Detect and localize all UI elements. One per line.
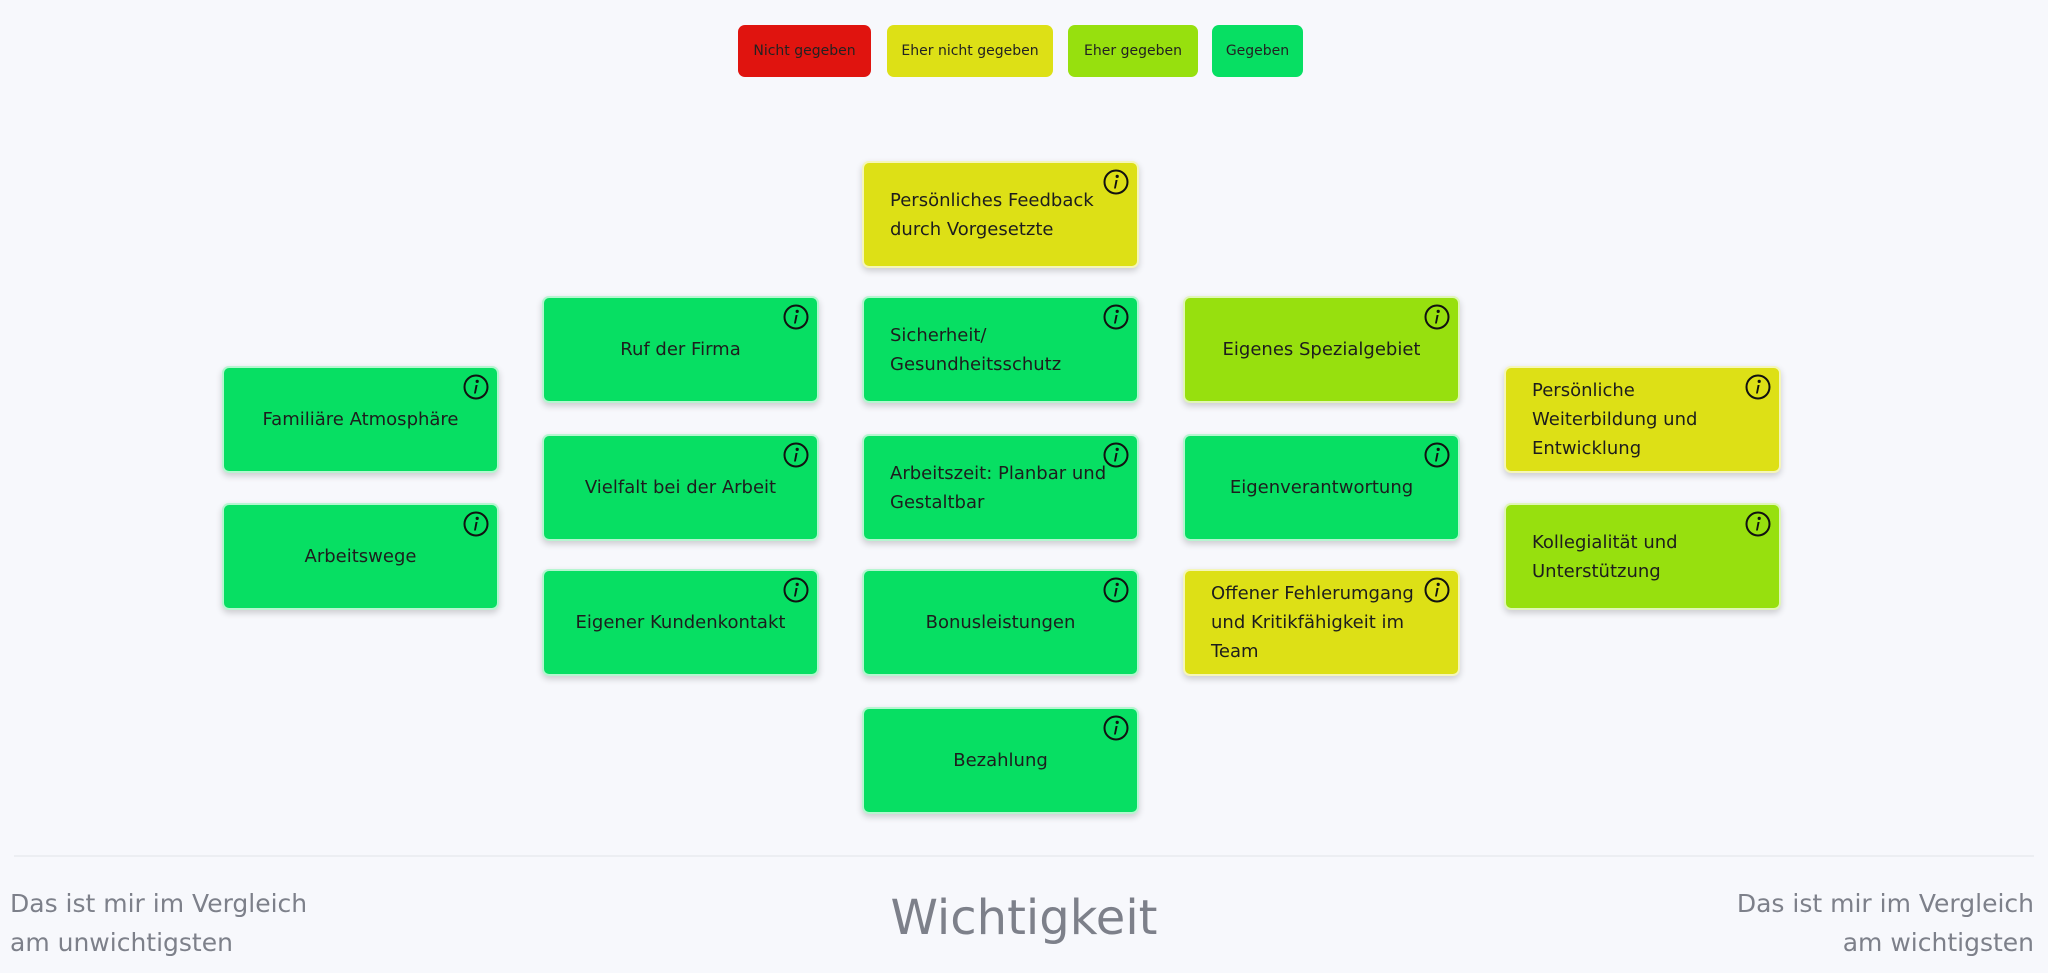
card-label: Sicherheit/ Gesundheitsschutz	[890, 324, 1062, 375]
info-icon[interactable]	[1103, 169, 1129, 195]
card-label: Eigenes Spezialgebiet	[1222, 339, 1421, 360]
info-icon[interactable]	[1103, 715, 1129, 741]
card-label: Bezahlung	[953, 750, 1048, 771]
card-label: Persönliche Weiterbildung und Entwicklun…	[1532, 380, 1698, 459]
least-important-line1: Das ist mir im Vergleich	[10, 889, 308, 918]
info-icon[interactable]	[1103, 577, 1129, 603]
legend-label: Eher nicht gegeben	[901, 43, 1039, 59]
most-important-line2: am wichtigsten	[1842, 928, 2034, 957]
legend-nicht-gegeben[interactable]: Nicht gegeben	[738, 25, 871, 77]
criterion-card[interactable]: Sicherheit/ Gesundheitsschutz	[862, 296, 1139, 403]
card-label: Eigener Kundenkontakt	[575, 612, 786, 633]
card-label: Persönliches Feedback durch Vorgesetzte	[890, 189, 1094, 240]
info-icon[interactable]	[783, 577, 809, 603]
info-icon[interactable]	[1424, 577, 1450, 603]
criterion-card[interactable]: Eigener Kundenkontakt	[542, 569, 819, 676]
card-label: Arbeitswege	[304, 546, 417, 567]
info-icon[interactable]	[1424, 442, 1450, 468]
info-icon[interactable]	[463, 511, 489, 537]
info-icon[interactable]	[1745, 374, 1771, 400]
criterion-card[interactable]: Ruf der Firma	[542, 296, 819, 403]
least-important-label: Das ist mir im Vergleich am unwichtigsten	[10, 884, 307, 962]
criterion-card[interactable]: Eigenverantwortung	[1183, 434, 1460, 541]
card-label: Offener Fehlerumgang und Kritikfähigkeit…	[1211, 583, 1414, 662]
info-icon[interactable]	[1745, 511, 1771, 537]
most-important-label: Das ist mir im Vergleich am wichtigsten	[1737, 884, 2034, 962]
card-label: Familiäre Atmosphäre	[262, 409, 459, 430]
criterion-card[interactable]: Offener Fehlerumgang und Kritikfähigkeit…	[1183, 569, 1460, 676]
legend-gegeben[interactable]: Gegeben	[1212, 25, 1303, 77]
most-important-line1: Das ist mir im Vergleich	[1736, 889, 2034, 918]
card-label: Arbeitszeit: Planbar und Gestaltbar	[890, 462, 1107, 513]
card-label: Vielfalt bei der Arbeit	[584, 477, 777, 498]
criterion-card[interactable]: Vielfalt bei der Arbeit	[542, 434, 819, 541]
criterion-card[interactable]: Kollegialität und Unterstützung	[1504, 503, 1781, 610]
card-label: Bonusleistungen	[925, 612, 1076, 633]
legend-label: Nicht gegeben	[753, 43, 856, 59]
legend-label: Gegeben	[1225, 43, 1290, 59]
criterion-card[interactable]: Arbeitszeit: Planbar und Gestaltbar	[862, 434, 1139, 541]
info-icon[interactable]	[463, 374, 489, 400]
criterion-card[interactable]: Bonusleistungen	[862, 569, 1139, 676]
least-important-line2: am unwichtigsten	[10, 928, 233, 957]
info-icon[interactable]	[783, 304, 809, 330]
legend-eher-gegeben[interactable]: Eher gegeben	[1068, 25, 1198, 77]
importance-axis-title: Wichtigkeit	[890, 890, 1158, 946]
criterion-card[interactable]: Familiäre Atmosphäre	[222, 366, 499, 473]
card-label: Eigenverantwortung	[1229, 477, 1414, 498]
criterion-card[interactable]: Persönliches Feedback durch Vorgesetzte	[862, 161, 1139, 268]
criterion-card[interactable]: Persönliche Weiterbildung und Entwicklun…	[1504, 366, 1781, 473]
legend-eher-nicht-gegeben[interactable]: Eher nicht gegeben	[887, 25, 1053, 77]
card-label: Kollegialität und Unterstützung	[1532, 531, 1678, 582]
info-icon[interactable]	[783, 442, 809, 468]
criterion-card[interactable]: Arbeitswege	[222, 503, 499, 610]
legend-label: Eher gegeben	[1084, 43, 1182, 59]
criterion-card[interactable]: Eigenes Spezialgebiet	[1183, 296, 1460, 403]
card-label: Ruf der Firma	[620, 339, 741, 360]
divider	[14, 855, 2034, 857]
info-icon[interactable]	[1103, 304, 1129, 330]
info-icon[interactable]	[1424, 304, 1450, 330]
criterion-card[interactable]: Bezahlung	[862, 707, 1139, 814]
info-icon[interactable]	[1103, 442, 1129, 468]
